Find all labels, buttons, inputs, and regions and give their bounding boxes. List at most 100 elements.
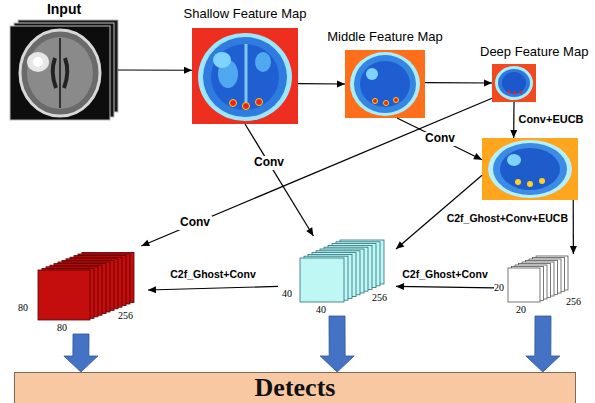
- connector-line: [573, 200, 574, 254]
- feature-map: Shallow Feature Map: [192, 28, 298, 124]
- connector: [396, 283, 494, 290]
- input-mri-stack-part: [10, 26, 110, 120]
- edge-label: Conv: [252, 156, 286, 169]
- arrowhead: [484, 79, 492, 86]
- tensor-slab: [508, 268, 540, 302]
- fused-feature-map: [482, 138, 578, 200]
- connector-line: [245, 124, 313, 236]
- shallow-feature-map-part: [211, 44, 279, 110]
- fused-feature-map-part: [482, 138, 578, 200]
- input-mri-stack-part: [20, 30, 100, 116]
- module-label: C2f_Ghost+Conv+EUCB: [447, 212, 568, 224]
- input-mri-stack-part: [59, 38, 61, 108]
- arrowhead: [396, 241, 404, 249]
- feature-map: Deep Feature Map: [492, 64, 536, 102]
- shallow-feature-map-part: [213, 52, 231, 68]
- middle-feature-map-part: [394, 98, 399, 103]
- middle-feature-map-part: [350, 52, 420, 116]
- shallow-feature-map-part: [255, 52, 271, 72]
- shallow-feature-map-part: [192, 28, 298, 124]
- connector: [570, 200, 577, 254]
- fused-feature-map-part: [515, 179, 521, 185]
- edge-label: Conv: [423, 132, 457, 145]
- shallow-feature-map-part: [245, 44, 248, 108]
- middle-feature-map-part: [345, 50, 425, 118]
- connector-line: [148, 286, 278, 290]
- shallow-feature-map-part: [203, 37, 287, 117]
- middle-feature-map-part: [360, 61, 410, 107]
- connector-line: [397, 118, 482, 160]
- dimension: 20: [516, 304, 526, 316]
- deep-feature-map-part: [502, 72, 526, 94]
- connector: [298, 80, 345, 87]
- block-arrow: [320, 316, 354, 372]
- tensor-slab: [38, 270, 90, 320]
- dimension: 40: [316, 304, 326, 316]
- block-arrow: [526, 316, 560, 372]
- dimension: 256: [566, 296, 581, 308]
- arrowhead: [337, 80, 345, 87]
- map-heading: Middle Feature Map: [327, 30, 443, 45]
- connector-line: [141, 98, 492, 246]
- connector: [397, 118, 482, 160]
- edge-label: C2f_Ghost+Conv: [400, 269, 489, 281]
- feature-tensor: 40 256 40: [278, 236, 396, 316]
- output-arrow: [526, 316, 560, 372]
- fused-feature-map-part: [493, 143, 567, 195]
- connector: [141, 98, 492, 246]
- dimension: 256: [118, 310, 133, 322]
- map-heading: Deep Feature Map: [480, 45, 588, 60]
- fused-feature-map: C2f_Ghost+Conv+EUCB: [482, 138, 578, 200]
- fused-feature-map-part: [527, 181, 533, 187]
- arrowhead: [570, 246, 577, 254]
- fused-feature-map-part: [539, 178, 545, 184]
- connector-line: [425, 82, 492, 84]
- fused-feature-map-part: [488, 140, 572, 198]
- deep-feature-map-part: [495, 66, 533, 100]
- middle-feature-map-part: [366, 68, 378, 80]
- deep-feature-map-part: [498, 69, 530, 97]
- deep-feature-map: [492, 64, 536, 102]
- input-mri-stack-part: [64, 58, 67, 88]
- arrowhead: [141, 240, 150, 246]
- connector: [148, 286, 278, 293]
- dimension: 20: [494, 282, 504, 294]
- fused-feature-map-part: [500, 148, 560, 190]
- edge-label: Conv+EUCB: [516, 113, 585, 125]
- dimension: 40: [282, 288, 292, 300]
- edge-label: C2f_Ghost+Conv: [168, 269, 257, 281]
- fused-feature-map-part: [507, 154, 521, 166]
- edge-label: Conv: [178, 216, 212, 229]
- input-image: Input: [10, 20, 118, 120]
- feature-tensor: 20 256 20: [494, 254, 592, 316]
- tensor-slabs: [278, 236, 396, 316]
- output-arrow: [64, 334, 98, 372]
- arrowhead: [396, 283, 404, 290]
- block-arrow: [64, 334, 98, 372]
- deep-feature-map-part: [492, 64, 536, 102]
- shallow-feature-map: [192, 28, 298, 124]
- deep-feature-map-part: [519, 90, 522, 93]
- connector: [425, 79, 492, 86]
- deep-feature-map-part: [507, 90, 510, 93]
- input-heading: Input: [47, 1, 81, 17]
- connector-line: [118, 69, 192, 70]
- middle-feature-map-part: [354, 55, 416, 113]
- arrowhead: [510, 130, 517, 138]
- arrowhead: [473, 153, 482, 160]
- deep-feature-map-part: [513, 91, 516, 94]
- arrowhead: [148, 286, 156, 293]
- shallow-feature-map-part: [256, 99, 263, 106]
- shallow-feature-map-part: [198, 33, 292, 121]
- dimension: 256: [372, 292, 387, 304]
- arrowhead: [184, 67, 192, 74]
- map-heading: Shallow Feature Map: [184, 7, 307, 22]
- connector-line: [396, 286, 494, 287]
- arrowhead: [306, 227, 313, 236]
- detect-label: Detects: [255, 375, 336, 401]
- middle-feature-map-part: [373, 99, 378, 104]
- middle-feature-map-part: [384, 101, 389, 106]
- connector: [118, 67, 192, 74]
